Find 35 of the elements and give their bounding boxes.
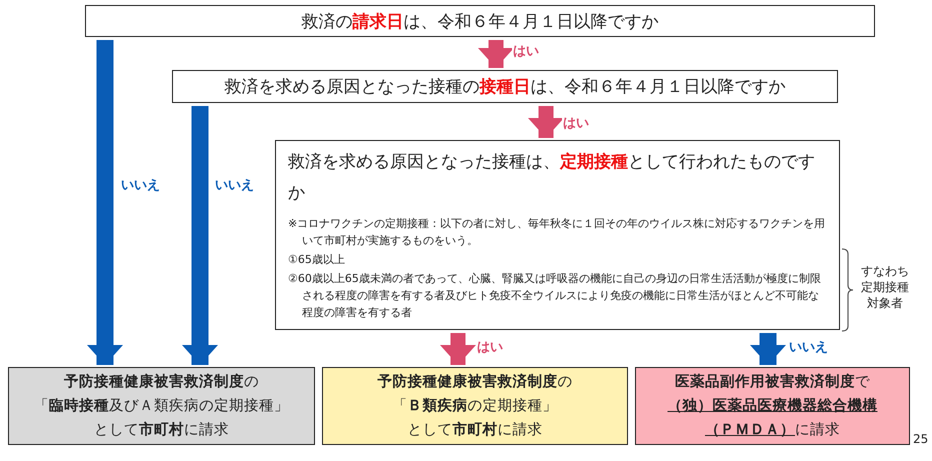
result-text: 「Ｂ類疾病の定期接種」 [392, 396, 558, 416]
note-text: ①65歳以上 [288, 252, 346, 268]
arrow [87, 40, 123, 365]
edge-label: はい [476, 340, 504, 356]
side-note: すなわち定期接種対象者 [860, 263, 910, 311]
result-box [8, 367, 315, 445]
edge-label: いいえ [214, 178, 255, 194]
result-text: 「臨時接種及びＡ類疾病の定期接種」 [34, 396, 289, 416]
result-text: として市町村に請求 [408, 420, 542, 440]
arrow [478, 40, 514, 68]
question-text: 救済の請求日は、令和６年４月１日以降ですか [302, 10, 658, 32]
result-box [635, 367, 910, 445]
edge-label: いいえ [120, 178, 161, 194]
question-box [85, 5, 875, 37]
arrow [182, 106, 218, 365]
question-text: 救済を求める原因となった接種の接種日は、令和６年４月１日以降ですか [224, 76, 786, 98]
question-box [275, 140, 840, 330]
result-text: 予防接種健康被害救済制度の [64, 372, 259, 392]
edge-label: いいえ [788, 340, 829, 356]
arrow [440, 333, 476, 365]
result-text: として市町村に請求 [94, 420, 229, 440]
result-text: （独）医薬品医療機器総合機構 [668, 396, 878, 416]
result-text: （ＰＭＤＡ）に請求 [705, 421, 840, 440]
note-text: ※コロナワクチンの定期接種：以下の者に対し、毎年秋冬に１回その年のウイルス株に対応するワクチンを用いて市町村が実施するものをいう。 [288, 216, 826, 249]
result-text: 予防接種健康被害救済制度の [378, 372, 572, 392]
arrow [750, 333, 786, 365]
note-text: ②60歳以上65歳未満の者であって、心臓、腎臓又は呼吸器の機能に自己の身辺の日常生活活動が極度に制限される程度の障害を有する者及びヒト免疫不全ウイルスにより免疫の機能に日常生活がほとんど不可能な程度の障害を有する者 [288, 271, 822, 321]
edge-label: はい [562, 116, 590, 132]
arrow [528, 106, 564, 138]
edge-label: はい [512, 44, 540, 60]
question-box [172, 70, 838, 103]
result-text: 医薬品副作用被害救済制度で [675, 372, 870, 392]
result-box [322, 367, 628, 445]
question-text: 救済を求める原因となった接種は、定期接種として行われたものですか [288, 151, 816, 205]
page-number: 25 [913, 432, 928, 446]
